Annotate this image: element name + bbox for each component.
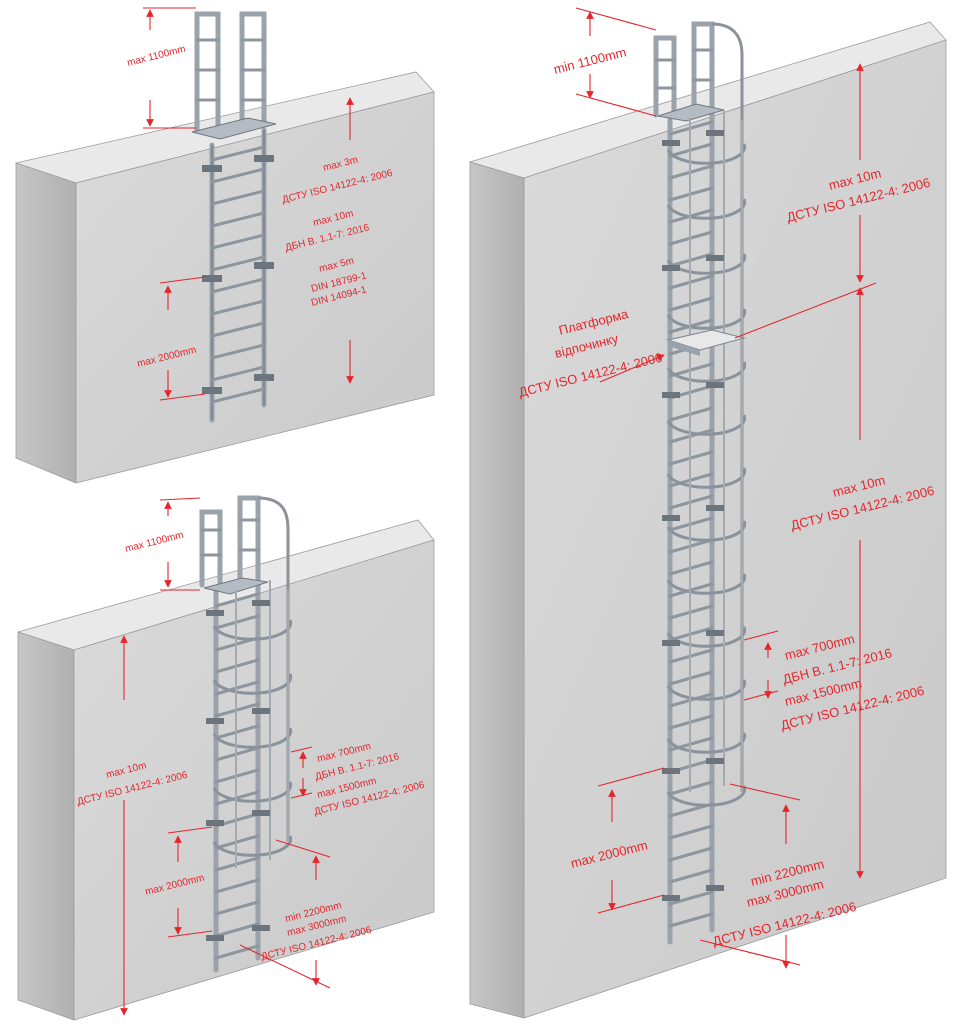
ladder-rung bbox=[210, 321, 266, 338]
cage-hoop bbox=[666, 732, 747, 754]
cage-hoop bbox=[666, 626, 747, 648]
ladder-rung bbox=[210, 233, 266, 250]
cage-hoop bbox=[666, 520, 747, 542]
ladder-rung bbox=[668, 824, 714, 840]
cage-hoop bbox=[212, 781, 293, 803]
wall-c-side bbox=[469, 161, 525, 1019]
ladder-rung bbox=[214, 922, 260, 938]
b-top-exit-label: max 1100mm bbox=[124, 530, 185, 555]
ladder-rung bbox=[668, 868, 714, 884]
ladder-rung bbox=[210, 167, 266, 184]
ladder-rung bbox=[214, 900, 260, 916]
a-top-exit-label: max 1100mm bbox=[126, 44, 187, 69]
cage-hoop bbox=[666, 573, 747, 595]
rest-platform bbox=[666, 329, 746, 351]
c-top-exit-label: min 1100mm bbox=[552, 44, 628, 77]
cage-hoop bbox=[212, 727, 293, 749]
cage-hoop bbox=[212, 673, 293, 695]
wall-a-face bbox=[75, 91, 435, 484]
ladder-rung bbox=[210, 145, 266, 162]
ladder-rung bbox=[214, 944, 260, 960]
ladder-rung bbox=[210, 189, 266, 206]
ladder-rung bbox=[210, 343, 266, 360]
cage-hoop bbox=[666, 361, 747, 383]
diagram-b: max 1100mm max 10m ДСТУ ISO 14122-4: 200… bbox=[16, 495, 435, 1021]
wall-b-face bbox=[73, 539, 435, 1021]
cage-hoop bbox=[666, 414, 747, 436]
cage-hoop bbox=[666, 679, 747, 701]
cage-hoop bbox=[666, 198, 747, 220]
cage-hoop bbox=[666, 467, 747, 489]
wall-c-face bbox=[523, 39, 947, 1019]
ladder-a bbox=[191, 11, 277, 423]
ladder-rung bbox=[210, 211, 266, 228]
ladder-rung bbox=[210, 299, 266, 316]
cage-hoop bbox=[666, 785, 747, 807]
ladder-b bbox=[199, 495, 293, 973]
ladder-rung bbox=[668, 846, 714, 862]
ladder-rung bbox=[210, 277, 266, 294]
diagram-c: min 1100mm max 10m ДСТУ ISO 14122-4: 200… bbox=[468, 7, 947, 1019]
diagram-a: max 1100mm max 3m ДСТУ ISO 14122-4: 2006… bbox=[14, 7, 435, 484]
ladder-rung bbox=[210, 387, 266, 404]
ladder-rung bbox=[214, 878, 260, 894]
cage-hoop bbox=[212, 619, 293, 641]
cage-hoop bbox=[212, 835, 293, 857]
wall-a-side bbox=[15, 162, 77, 484]
ladder-rung bbox=[210, 255, 266, 272]
ladder-rung bbox=[668, 890, 714, 906]
wall-b-side bbox=[17, 631, 75, 1021]
ladder-rung bbox=[210, 365, 266, 382]
ladder-rung bbox=[668, 912, 714, 928]
ladder-c bbox=[653, 21, 747, 945]
cage-hoop bbox=[666, 308, 747, 330]
cage-hoop bbox=[666, 143, 747, 165]
